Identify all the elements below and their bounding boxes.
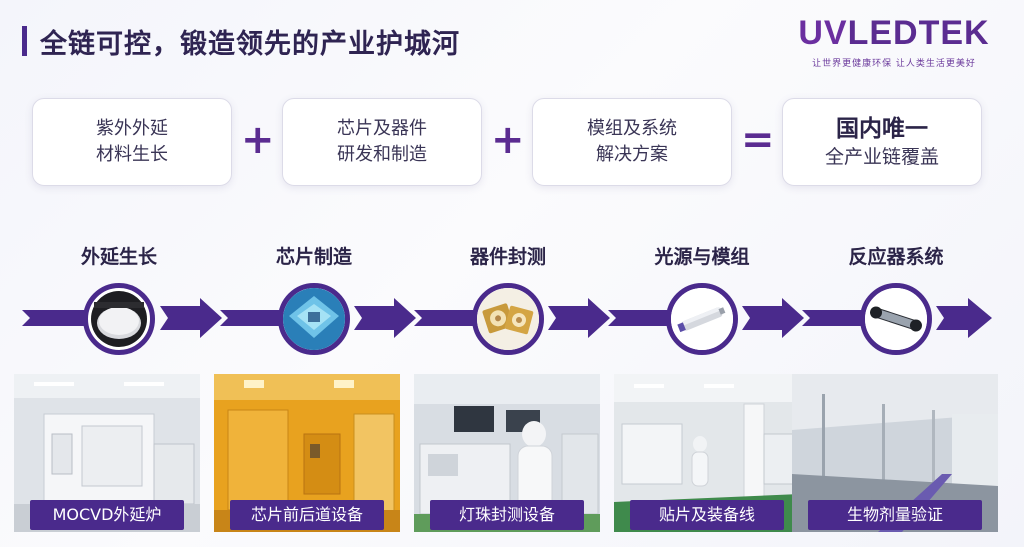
reactor-icon — [865, 288, 927, 350]
company-logo: UVLEDTEK 让世界更健康环保 让人类生活更美好 — [794, 14, 994, 69]
capability-box-chip: 芯片及器件 研发和制造 — [282, 98, 482, 186]
arrow-segment — [160, 298, 222, 338]
photo-caption: MOCVD外延炉 — [30, 500, 184, 530]
arrow-segment — [414, 310, 484, 326]
arrow-segment — [22, 310, 100, 326]
wafer-icon — [91, 291, 147, 347]
facility-photo-chip-fab: 芯片前后道设备 — [214, 374, 400, 532]
facility-photo-packaging: 灯珠封测设备 — [414, 374, 600, 532]
stage-label-reactor: 反应器系统 — [848, 246, 944, 268]
logo-tagline: 让世界更健康环保 让人类生活更美好 — [812, 59, 976, 69]
light-module-icon — [671, 288, 733, 350]
photo-caption: 灯珠封测设备 — [430, 500, 584, 530]
facility-photo-row: MOCVD外延炉 芯片前后道设备 灯珠封测设备 — [14, 374, 1010, 539]
stage-label-epitaxy: 外延生长 — [80, 246, 157, 268]
facility-photo-smt: 贴片及装备线 — [614, 374, 800, 532]
stage-node-epitaxy — [83, 283, 155, 355]
arrow-segment — [742, 298, 804, 338]
led-package-icon — [477, 288, 539, 350]
logo-wordmark: UVLEDTEK — [798, 14, 990, 52]
chip-icon — [283, 288, 345, 350]
capability-box-module: 模组及系统 解决方案 — [532, 98, 732, 186]
plus-icon: + — [491, 117, 525, 163]
stage-label-module: 光源与模组 — [654, 246, 750, 268]
stage-label-package: 器件封测 — [469, 246, 546, 268]
plus-icon: + — [241, 117, 275, 163]
photo-caption: 贴片及装备线 — [630, 500, 784, 530]
stage-node-reactor — [860, 283, 932, 355]
title-accent-bar — [22, 26, 27, 56]
page-title: 全链可控，锻造领先的产业护城河 — [40, 29, 460, 60]
stage-label-chip: 芯片制造 — [275, 246, 352, 268]
equals-icon: = — [741, 117, 775, 163]
facility-photo-mocvd: MOCVD外延炉 — [14, 374, 200, 532]
capability-box-result: 国内唯一 全产业链覆盖 — [782, 98, 982, 186]
arrow-segment — [220, 310, 290, 326]
photo-caption: 芯片前后道设备 — [230, 500, 384, 530]
arrow-segment — [548, 298, 610, 338]
arrow-segment — [936, 298, 992, 338]
capability-formula: 紫外外延 材料生长 + 芯片及器件 研发和制造 + 模组及系统 解决方案 = 国… — [32, 98, 992, 188]
stage-node-chip — [278, 283, 350, 355]
arrow-segment — [802, 310, 872, 326]
capability-box-epitaxy: 紫外外延 材料生长 — [32, 98, 232, 186]
arrow-segment — [354, 298, 416, 338]
facility-photo-bio-dose: 生物剂量验证 — [792, 374, 998, 532]
stage-node-package — [472, 283, 544, 355]
photo-caption: 生物剂量验证 — [808, 500, 982, 530]
process-arrow-chain — [22, 298, 992, 338]
stage-node-module — [666, 283, 738, 355]
arrow-segment — [608, 310, 678, 326]
